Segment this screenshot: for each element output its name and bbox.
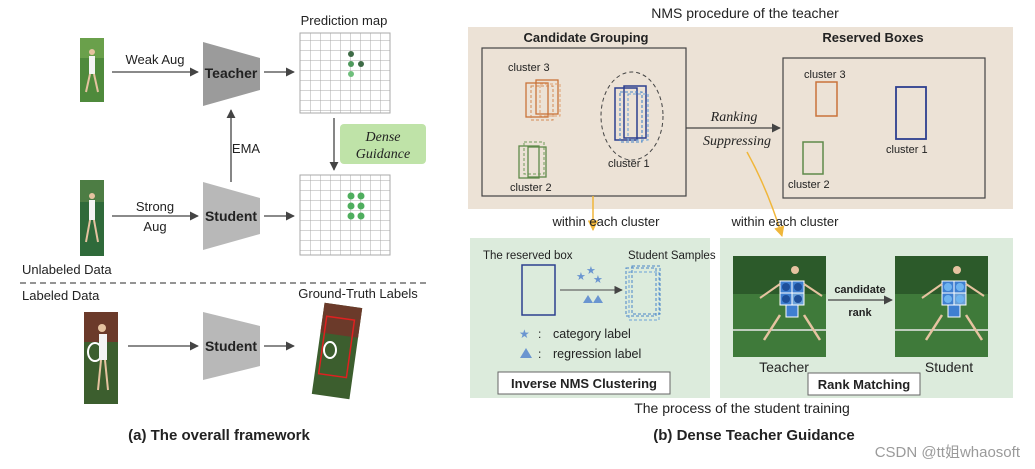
cluster1-candidates <box>614 85 649 143</box>
teacher-court-image <box>733 256 826 357</box>
dense-guidance-box <box>340 124 426 164</box>
within-cluster-arrow-right <box>746 151 785 238</box>
cluster3-candidates <box>525 79 561 121</box>
inverse-nms-panel <box>470 238 710 398</box>
student-label-bottom: Student <box>205 338 257 354</box>
left-panel: Weak Aug Strong Aug Teacher Student Stud… <box>20 13 430 444</box>
label-markers: ★ ★ ★ <box>576 264 603 303</box>
ground-truth-title: Ground-Truth Labels <box>298 286 418 301</box>
reserved-box-cluster3 <box>815 81 838 117</box>
student-funnel-labeled <box>203 312 260 380</box>
teacher-label: Teacher <box>205 65 258 81</box>
weak-aug-label: Weak Aug <box>125 52 184 67</box>
reserved-box-label: The reserved box <box>483 250 573 262</box>
student-process-label: The process of the student training <box>634 400 850 416</box>
regression-label-text: regression label <box>553 347 641 361</box>
student-prediction-grid <box>299 174 391 256</box>
student-samples-label: Student Samples <box>628 250 716 262</box>
nms-background <box>468 27 1013 209</box>
tennis-image-labeled <box>84 312 118 404</box>
student-label: Student <box>205 208 257 224</box>
inverse-nms-title-box <box>497 371 671 395</box>
teacher-prediction-dots <box>348 51 364 77</box>
category-label-sep: : <box>538 327 541 341</box>
labeled-data-label: Labeled Data <box>22 288 100 303</box>
right-panel: NMS procedure of the teacher Candidate G… <box>468 5 1013 444</box>
student-prediction-dots <box>347 192 365 220</box>
candidate-rank-label-2: rank <box>848 307 872 319</box>
candidate-grouping-box <box>481 47 687 197</box>
strong-aug-label-1: Strong <box>136 199 174 214</box>
within-cluster-label-right: within each cluster <box>731 214 840 229</box>
strong-aug-label-2: Aug <box>143 219 166 234</box>
ground-truth-image <box>311 302 363 400</box>
reserved-boxes-title: Reserved Boxes <box>822 30 923 45</box>
tennis-image-strong <box>80 180 104 256</box>
rank-matching-title-box <box>807 372 921 396</box>
tennis-image-weak <box>80 38 104 102</box>
dense-guidance-label-2: Guidance <box>356 147 410 162</box>
reserved-box-example <box>521 264 556 316</box>
cluster2-candidates <box>518 141 547 179</box>
reserved-box-cluster2 <box>802 141 824 175</box>
suppressing-label: Suppressing <box>703 134 771 149</box>
nms-title: NMS procedure of the teacher <box>651 5 839 21</box>
reserved-box-cluster1 <box>895 86 927 140</box>
cluster2-label-left: cluster 2 <box>510 182 552 194</box>
teacher-prediction-grid <box>299 32 391 114</box>
teacher-funnel <box>203 42 260 106</box>
dense-guidance-label-1: Dense <box>365 130 401 145</box>
cluster3-label-right: cluster 3 <box>804 69 846 81</box>
regression-label-sep: : <box>538 347 541 361</box>
student-court-image <box>895 256 988 357</box>
svg-text:★: ★ <box>586 264 596 277</box>
watermark: CSDN @tt姐whaosoft <box>875 444 1021 461</box>
cluster1-label-right: cluster 1 <box>886 144 928 156</box>
svg-text:★: ★ <box>576 270 586 283</box>
student-samples-boxes <box>625 265 661 321</box>
regression-label-icon <box>520 348 532 358</box>
cluster1-ellipse <box>600 71 664 161</box>
left-caption: (a) The overall framework <box>128 427 310 444</box>
teacher-image-label: Teacher <box>759 359 809 375</box>
candidate-rank-label-1: candidate <box>834 284 885 296</box>
student-image-label: Student <box>925 359 973 375</box>
category-label-icon: ★ <box>519 327 530 341</box>
unlabeled-data-label: Unlabeled Data <box>22 262 112 277</box>
prediction-map-title: Prediction map <box>301 13 388 28</box>
within-cluster-label-left: within each cluster <box>552 214 661 229</box>
right-caption: (b) Dense Teacher Guidance <box>653 427 854 444</box>
ranking-label: Ranking <box>710 110 758 125</box>
category-label-text: category label <box>553 327 631 341</box>
cluster1-label-left: cluster 1 <box>608 158 650 170</box>
svg-text:★: ★ <box>593 273 603 286</box>
ema-label: EMA <box>232 141 261 156</box>
candidate-grouping-title: Candidate Grouping <box>524 30 649 45</box>
cluster2-label-right: cluster 2 <box>788 179 830 191</box>
cluster3-label-left: cluster 3 <box>508 62 550 74</box>
reserved-boxes-panel <box>782 57 986 199</box>
rank-matching-title: Rank Matching <box>818 377 911 392</box>
student-funnel <box>203 182 260 250</box>
inverse-nms-title: Inverse NMS Clustering <box>511 376 657 391</box>
